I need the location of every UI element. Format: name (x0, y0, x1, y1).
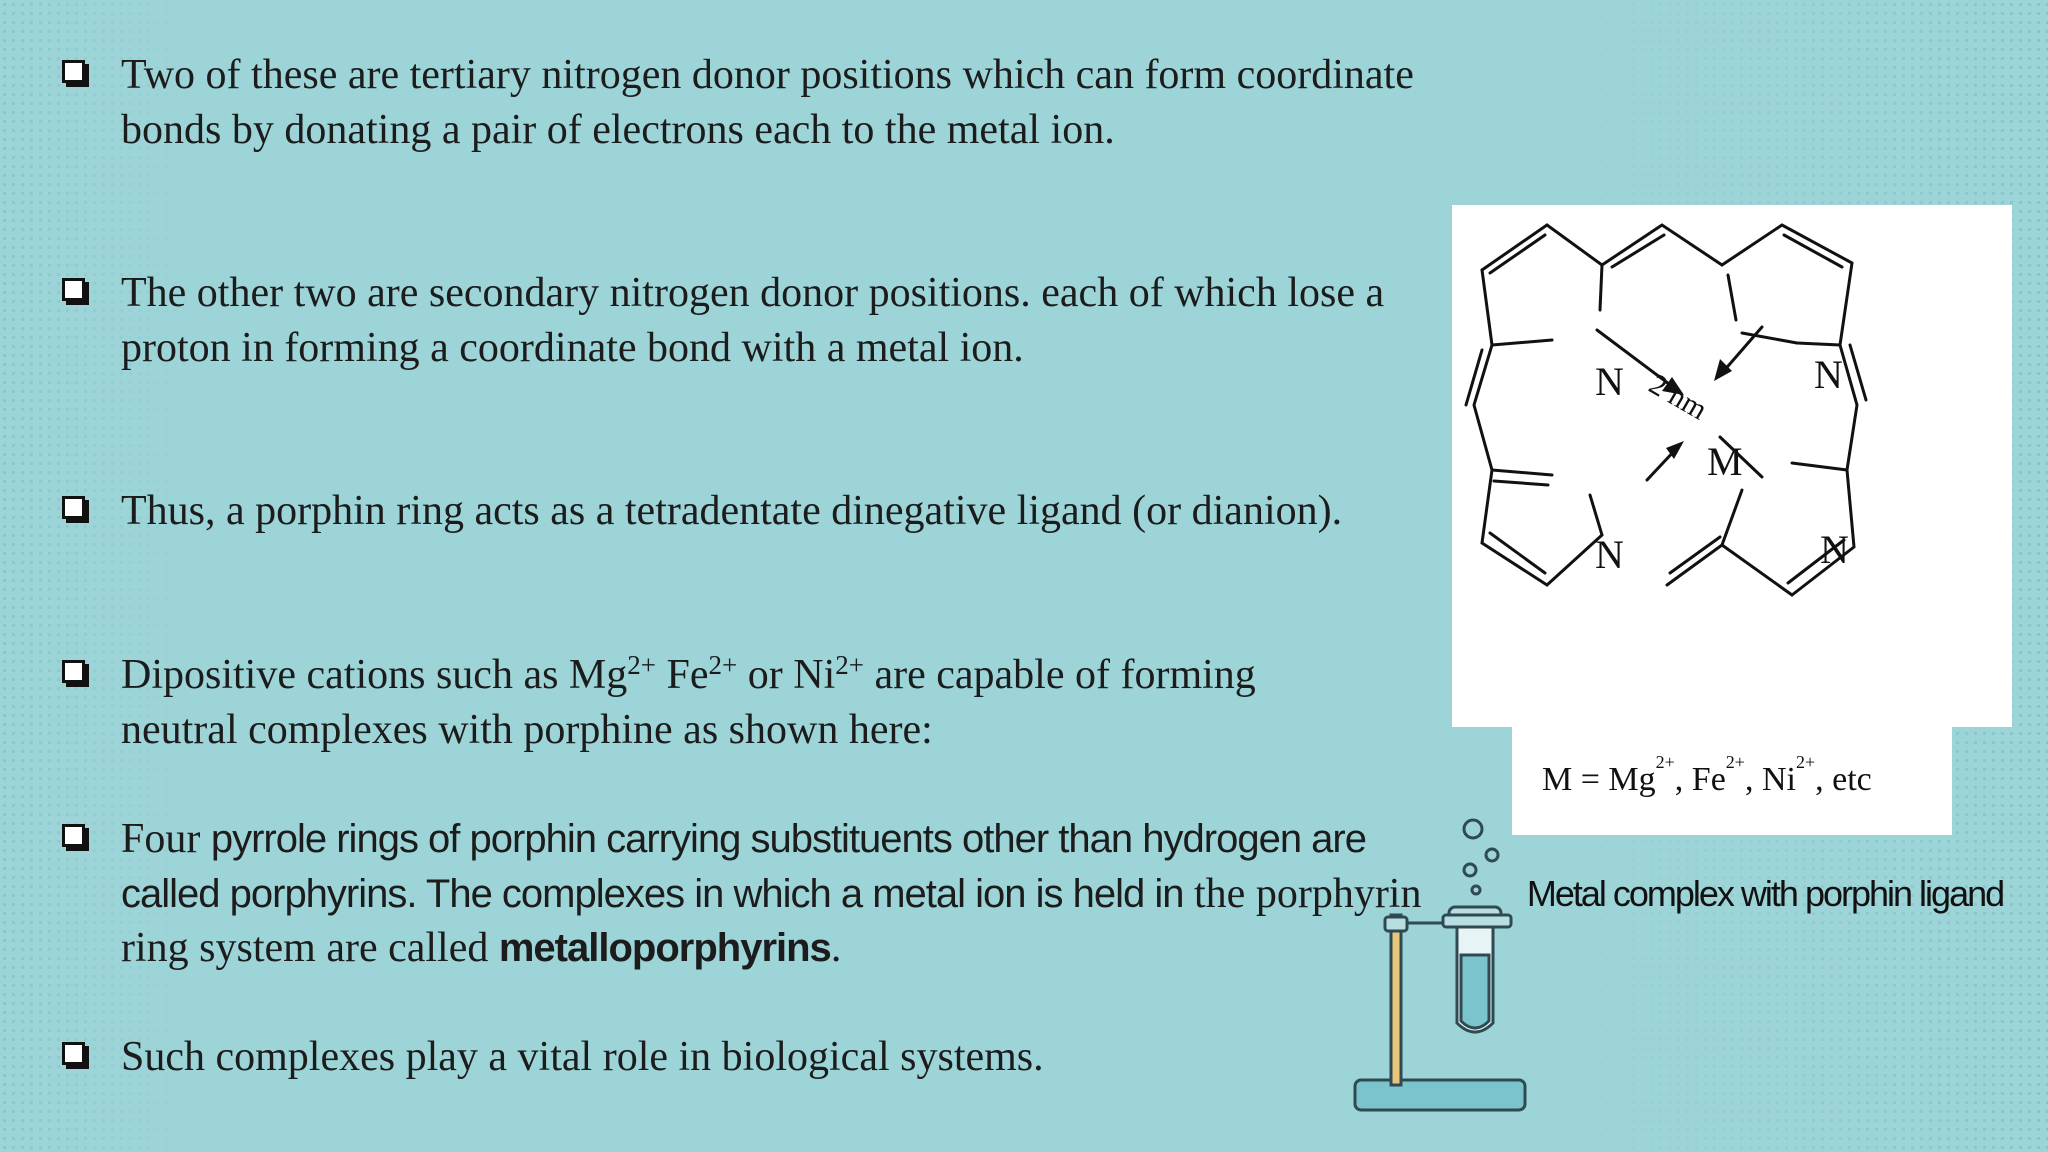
checkbox-bullet-icon (62, 278, 85, 301)
bullet-text: Four pyrrole rings of porphin carrying s… (121, 816, 1422, 971)
distance-label: 2 nm (1644, 367, 1713, 426)
checkbox-bullet-icon (62, 60, 85, 83)
porphin-structure-figure: N N N N M 2 nm (1452, 205, 2012, 727)
checkbox-bullet-icon (62, 1042, 85, 1065)
nitrogen-label: N (1595, 532, 1624, 577)
metal-label: M (1707, 439, 1743, 484)
checkbox-bullet-icon (62, 660, 85, 683)
legend-text: M = Mg2+, Fe2+, Ni2+, etc (1542, 752, 1872, 798)
metalloporphyrins-term: metalloporphyrins (498, 926, 832, 970)
bullet-text: Such complexes play a vital role in biol… (121, 1034, 1044, 1080)
nitrogen-label: N (1595, 359, 1624, 404)
nitrogen-label: N (1814, 352, 1843, 397)
test-tube-stand-illustration (1353, 818, 1527, 1112)
bullet-text: Two of these are tertiary nitrogen donor… (121, 52, 1414, 153)
bullet-text: Thus, a porphin ring acts as a tetradent… (121, 488, 1343, 534)
porphin-structure-diagram: N N N N M 2 nm (1464, 223, 1868, 597)
metal-legend: M = Mg2+, Fe2+, Ni2+, etc (1512, 727, 1952, 835)
checkbox-bullet-icon (62, 496, 85, 519)
bullet-text: Dipositive cations such as Mg2+ Fe2+ or … (121, 650, 1256, 753)
figure-caption: Metal complex with porphin ligand (1526, 873, 2005, 914)
checkbox-bullet-icon (62, 824, 85, 847)
bullet-text: The other two are secondary nitrogen don… (121, 270, 1385, 371)
nitrogen-label: N (1820, 527, 1849, 572)
